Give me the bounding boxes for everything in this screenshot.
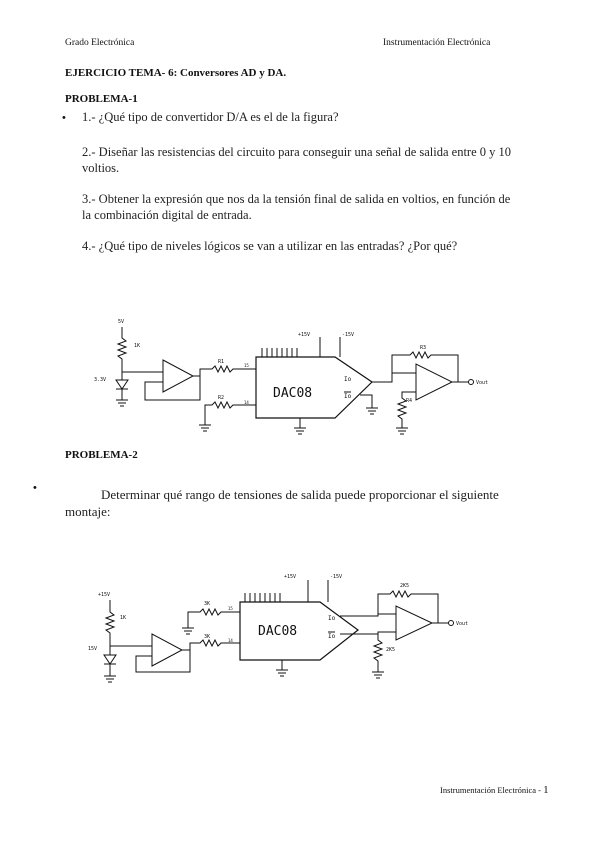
c1-pin14: 14 — [244, 400, 249, 405]
problem2-statement: Determinar qué rango de tensiones de sal… — [65, 487, 499, 519]
c1-io-wire — [372, 372, 416, 383]
page-number: 1 — [543, 784, 549, 796]
c1-rb-resistor — [199, 400, 256, 432]
c1-vout: Vout — [476, 380, 488, 386]
c1-rg-resistor — [396, 391, 416, 435]
header-left: Grado Electrónica — [65, 38, 135, 48]
c2-r1-resistor — [104, 600, 116, 646]
problem1-heading: PROBLEMA-1 — [65, 93, 138, 105]
c2-supply-pins — [307, 580, 329, 602]
question-3: 3.- Obtener la expresión que nos da la t… — [82, 192, 511, 222]
c2-io: Io — [328, 615, 336, 622]
circuit-2: +15V 1K 15V 3K 14 3K 15 DAC08 +15V -15V … — [88, 574, 468, 683]
header-right: Instrumentación Electrónica — [383, 38, 491, 48]
c1-rb-label: R2 — [218, 395, 224, 401]
footer-text: Instrumentación Electrónica - — [440, 785, 544, 795]
c2-digital-inputs — [244, 593, 281, 602]
c1-rg-label: R4 — [406, 398, 412, 404]
c2-chip-ground — [276, 660, 288, 677]
c1-ra-resistor — [199, 364, 256, 376]
c2-dac-chip — [239, 601, 359, 661]
c2-rg-resistor — [372, 632, 384, 679]
c1-zener-icon — [115, 372, 129, 407]
c1-io: Io — [344, 376, 352, 383]
c2-out-terminal — [448, 620, 454, 626]
c1-chip-ground — [294, 418, 306, 435]
problem1-bullet: • — [62, 112, 66, 124]
c2-vplus: +15V — [284, 574, 296, 580]
c2-iobar-wire — [340, 631, 396, 635]
c2-vout: Vout — [456, 621, 468, 627]
exercise-title: EJERCICIO TEMA- 6: Conversores AD y DA. — [65, 67, 287, 79]
question-2: 2.- Diseñar las resistencias del circuit… — [82, 145, 512, 175]
problem2-bullet: • — [33, 482, 37, 494]
c2-r1-label: 1K — [120, 615, 126, 621]
c2-supply-label: +15V — [98, 592, 110, 598]
c1-r1-label: 1K — [134, 343, 140, 349]
c2-vminus: -15V — [330, 574, 342, 580]
c1-supply-pins — [319, 337, 341, 357]
c1-digital-inputs — [261, 348, 298, 357]
c2-io-wire — [340, 613, 396, 617]
c2-zener-icon — [103, 646, 117, 683]
c1-iobar-ground — [360, 394, 378, 415]
c2-zener-label: 15V — [88, 646, 97, 652]
c2-rb-resistor — [189, 638, 240, 650]
c1-feedback-wire — [144, 375, 201, 401]
c1-r1-resistor — [116, 327, 128, 372]
c2-ra-label: 3K — [204, 601, 210, 607]
c1-out-terminal — [468, 379, 474, 385]
c2-io-bar: Io — [328, 633, 336, 640]
c1-ra-label: R1 — [218, 359, 224, 365]
c2-ra-resistor — [182, 607, 240, 635]
c2-pin14: 14 — [228, 638, 233, 643]
c2-rf-label: 2K5 — [400, 583, 409, 589]
c2-pin15: 15 — [228, 606, 233, 611]
c2-rf-resistor — [377, 589, 439, 623]
c1-vplus: +15V — [298, 332, 310, 338]
c1-buffer-opamp-icon — [162, 359, 195, 393]
c2-buffer-opamp-icon — [151, 633, 184, 667]
c1-io-bar: Io — [344, 393, 352, 400]
c1-dac-label: DAC08 — [273, 386, 312, 401]
problem2-text: Determinar qué rango de tensiones de sal… — [65, 486, 535, 520]
c2-output-opamp-icon — [395, 605, 434, 641]
circuit-1: 5V 1K 3.3V R1 15 R2 14 DAC08 +15V -15V I… — [94, 319, 488, 435]
c1-rf-resistor — [391, 350, 459, 382]
page-footer: Instrumentación Electrónica - 1 — [440, 784, 549, 796]
c2-rg-label: 2K5 — [386, 647, 395, 653]
c1-supply-label: 5V — [118, 319, 124, 325]
problem2-heading: PROBLEMA-2 — [65, 449, 138, 461]
c1-vminus: -15V — [342, 332, 354, 338]
c1-zener-label: 3.3V — [94, 377, 106, 383]
c2-rb-label: 3K — [204, 634, 210, 640]
c1-pin15: 15 — [244, 363, 249, 368]
c2-feedback-wire — [135, 649, 191, 673]
c1-output-opamp-icon — [415, 363, 454, 401]
question-1: 1.- ¿Qué tipo de convertidor D/A es el d… — [82, 110, 339, 124]
c1-rf-label: R3 — [420, 345, 426, 351]
c1-dac-chip — [255, 356, 373, 419]
c2-dac-label: DAC08 — [258, 624, 297, 639]
question-4: 4.- ¿Qué tipo de niveles lógicos se van … — [82, 239, 458, 253]
